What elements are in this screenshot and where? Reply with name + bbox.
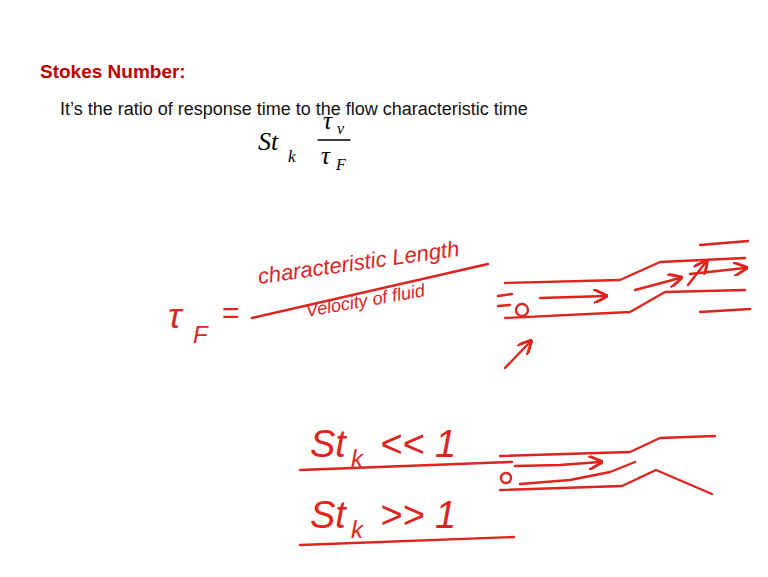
hand-symbol: = xyxy=(222,298,240,328)
hand-symbol: St xyxy=(310,425,346,463)
fraction-bar xyxy=(318,139,350,140)
formula-symbol: St xyxy=(258,129,278,155)
hand-subscript: F xyxy=(193,323,208,347)
hand-symbol: St xyxy=(310,496,346,534)
hand-note: characteristic Length xyxy=(256,238,460,288)
hand-note: >> 1 xyxy=(380,496,456,534)
hand-note: << 1 xyxy=(380,425,456,463)
formula-symbol: τ xyxy=(323,108,332,133)
underline xyxy=(300,537,514,545)
hand-subscript: k xyxy=(351,447,363,471)
subtitle: It’s the ratio of response time to the f… xyxy=(60,100,528,118)
slide-title: Stokes Number: xyxy=(40,62,186,81)
formula-subscript: F xyxy=(336,157,346,173)
hand-symbol: τ xyxy=(168,298,181,334)
formula-subscript: k xyxy=(288,148,296,165)
formula-symbol: τ xyxy=(321,143,330,168)
hand-note: Velocity of fluid xyxy=(304,281,426,320)
formula-subscript: v xyxy=(337,121,344,137)
pipe-sketch xyxy=(498,241,750,368)
hand-subscript: k xyxy=(351,518,363,542)
underline xyxy=(300,462,512,470)
pipe-sketch xyxy=(500,436,715,494)
